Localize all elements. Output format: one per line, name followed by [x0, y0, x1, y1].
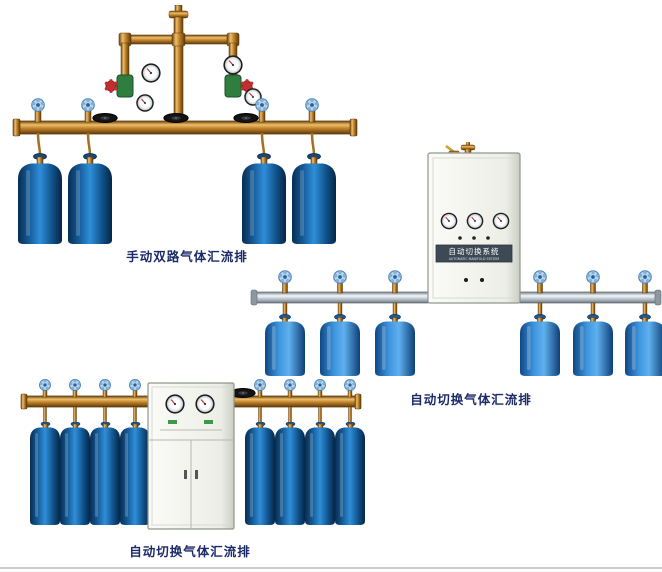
valve-handwheel-icon — [533, 270, 547, 284]
pressure-gauge — [440, 212, 458, 230]
pressure-gauge — [492, 212, 510, 230]
valve-handwheel-icon — [39, 378, 51, 391]
product-caption-auto-switch-1: 自动切换气体汇流排 — [410, 392, 532, 407]
valve-handwheel-icon — [305, 98, 319, 112]
product-caption-manual-dual: 手动双路气体汇流排 — [126, 249, 248, 264]
auto-switch-manifold-illustration: 自动切换系统 AUTOMATIC MANIFOLD SYSTEM — [250, 142, 662, 376]
indicator-label — [204, 420, 213, 424]
cabinet-knob — [480, 278, 484, 282]
manual-dual-manifold-illustration — [12, 5, 358, 245]
regulator-knob-icon — [104, 79, 118, 93]
pressure-regulator-right — [222, 54, 263, 107]
valve-handwheel-icon — [99, 378, 111, 391]
gas-cylinder — [275, 422, 305, 526]
gas-cylinder — [18, 153, 62, 245]
valve-handwheel-icon — [254, 378, 266, 391]
bottom-divider — [0, 567, 662, 569]
gas-cylinder — [68, 153, 112, 245]
cabinet-knob — [464, 278, 468, 282]
pressure-gauge — [466, 212, 484, 230]
gas-cylinder — [320, 314, 360, 376]
gas-cylinder — [335, 422, 365, 526]
valve-handwheel-icon — [278, 270, 292, 284]
pressure-regulator-left — [104, 62, 162, 113]
gas-cylinder — [625, 314, 662, 376]
indicator-light — [486, 236, 490, 240]
shutoff-handwheel-icon — [163, 113, 189, 123]
valve-handwheel-icon — [255, 98, 269, 112]
gas-cylinder — [305, 422, 335, 526]
valve-handwheel-icon — [81, 98, 95, 112]
gas-cylinder — [60, 422, 90, 526]
cylinder-connection-valves — [31, 98, 319, 156]
indicator-label — [168, 420, 177, 424]
valve-handwheel-icon — [314, 378, 326, 391]
gas-cylinder — [573, 314, 613, 376]
valve-handwheel-icon — [333, 270, 347, 284]
cabinet-subtitle: AUTOMATIC MANIFOLD SYSTEM — [449, 257, 500, 261]
drop-connectors — [282, 302, 648, 316]
pressure-gauge — [140, 62, 162, 84]
valve-handwheel-icon — [129, 378, 141, 391]
cabinet-title: 自动切换系统 — [449, 246, 500, 256]
door-handle — [184, 470, 187, 479]
cylinder-stations — [265, 270, 662, 376]
auto-switch-floor-illustration — [20, 378, 365, 530]
pressure-gauge — [194, 393, 216, 415]
cabinet-name-plate — [435, 244, 513, 263]
branch-pipes — [118, 5, 240, 124]
door-handle — [195, 470, 198, 479]
control-cabinet: 自动切换系统 AUTOMATIC MANIFOLD SYSTEM — [427, 152, 521, 304]
gas-cylinder — [120, 422, 150, 526]
valve-bonnets — [282, 282, 648, 294]
pressure-gauge — [164, 393, 186, 415]
gas-cylinder — [30, 422, 60, 526]
indicator-light — [458, 236, 462, 240]
valve-handwheel-icon — [344, 378, 356, 391]
valve-handwheel-icon — [69, 378, 81, 391]
valve-handwheel-icon — [388, 270, 402, 284]
shutoff-handwheel-icon — [92, 113, 118, 123]
gas-cylinder — [245, 422, 275, 526]
shutoff-handwheel-icon — [233, 113, 259, 123]
valve-handwheel-icon — [31, 98, 45, 112]
gas-cylinder — [375, 314, 415, 376]
valve-handwheel-icon — [284, 378, 296, 391]
gas-cylinder — [90, 422, 120, 526]
valve-handwheel-icon — [638, 270, 652, 284]
valve-handwheel-icon — [586, 270, 600, 284]
control-cabinet — [147, 382, 235, 530]
pressure-gauge — [135, 93, 155, 113]
manifold-pipe — [12, 118, 358, 137]
product-caption-auto-switch-2: 自动切换气体汇流排 — [129, 544, 251, 559]
indicator-light — [472, 236, 476, 240]
pressure-gauge — [222, 54, 244, 76]
gas-cylinder — [265, 314, 305, 376]
gas-cylinder — [520, 314, 560, 376]
